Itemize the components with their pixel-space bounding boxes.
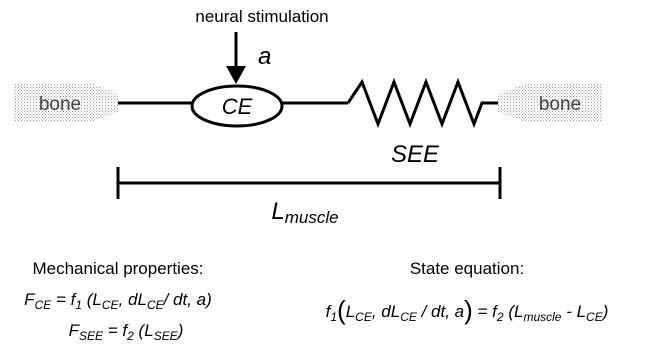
- muscle-length-bar: [116, 167, 502, 199]
- neural-stimulation-label: neural stimulation: [195, 7, 328, 26]
- stimulation-arrow: [226, 32, 246, 84]
- contractile-element: [190, 84, 284, 128]
- equation-force-ce: FCE = f1 (LCE, dLCE/ dt, a): [24, 290, 212, 312]
- state-equation: f1(LCE, dLCE / dt, a) = f2 (Lmuscle - LC…: [326, 295, 609, 325]
- bone-left-label: bone: [39, 94, 81, 115]
- activation-symbol: a: [258, 43, 271, 70]
- contractile-element-label: CE: [222, 94, 253, 119]
- muscle-length-label: Lmuscle: [271, 198, 338, 227]
- mechanical-properties-heading: Mechanical properties:: [32, 259, 203, 278]
- bone-right: [498, 84, 602, 122]
- series-elastic-element-label: SEE: [391, 141, 440, 168]
- bone-right-label: bone: [539, 94, 581, 115]
- equation-force-see: FSEE = f2 (LSEE): [69, 321, 184, 343]
- series-elastic-spring: [346, 77, 498, 129]
- bone-left: [14, 84, 118, 122]
- state-equation-heading: State equation:: [410, 259, 524, 278]
